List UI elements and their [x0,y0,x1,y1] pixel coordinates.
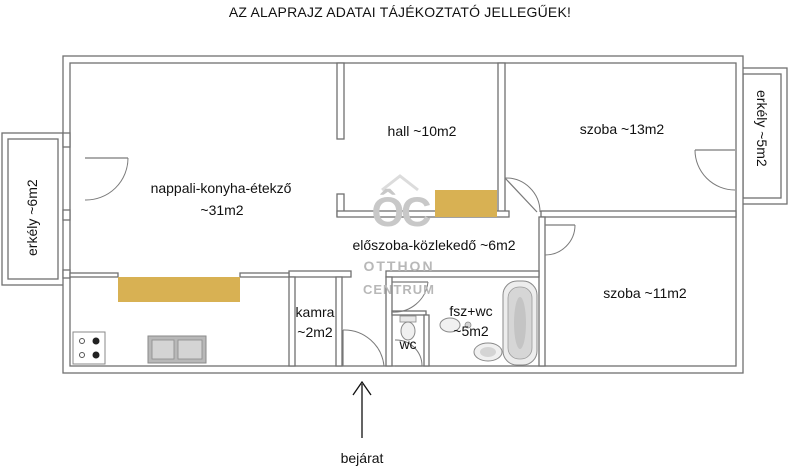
door-bathroom [391,281,429,313]
room-label-fsz-name: fsz+wc [449,303,493,319]
watermark-logo [381,174,419,192]
door-hall-corridor [504,177,541,213]
balcony-right [736,67,788,205]
washbasin-icon [473,342,503,362]
entrance-arrow-icon [352,380,372,438]
watermark-line2: CENTRUM [363,282,435,297]
stove-icon [72,331,106,365]
room-label-eloszoba: előszoba-közlekedő ~6m2 [352,237,516,253]
door-wc [394,339,423,367]
plan-disclaimer-title: AZ ALAPRAJZ ADATAI TÁJÉKOZTATÓ JELLEGŰEK… [228,4,572,20]
watermark-line1: OTTHON [363,258,435,274]
door-left-balcony [84,157,129,201]
door-entrance [342,329,385,367]
entrance-label: bejárat [340,450,384,466]
room-label-hall: hall ~10m2 [387,123,457,139]
room-label-wc: wc [399,336,417,352]
kitchen-sink-icon [147,335,207,364]
room-label-kamra-area: ~2m2 [297,324,333,340]
interior-walls [62,62,737,367]
room-label-nappali-area: ~31m2 [200,202,244,218]
toilet-icon [399,315,417,341]
room-label-nappali-name: nappali-konyha-étekző [150,180,292,196]
watermark-mark: ÔC [371,188,432,235]
door-bedroom2 [544,224,576,256]
room-label-erkely-right: erkély ~5m2 [754,90,770,167]
room-label-fsz-area: ~5m2 [453,323,489,339]
bathtub-icon [502,280,538,366]
kitchen-counter-top [118,277,240,302]
room-label-kamra-name: kamra [295,304,335,320]
room-label-erkely-left: erkély ~6m2 [24,179,40,256]
door-bedroom1 [694,149,736,191]
room-label-szoba-13: szoba ~13m2 [579,121,665,137]
balcony-left [1,132,65,286]
room-label-szoba-11: szoba ~11m2 [603,285,687,301]
wardrobe-hall [435,190,497,217]
bidet-icon [439,317,472,333]
